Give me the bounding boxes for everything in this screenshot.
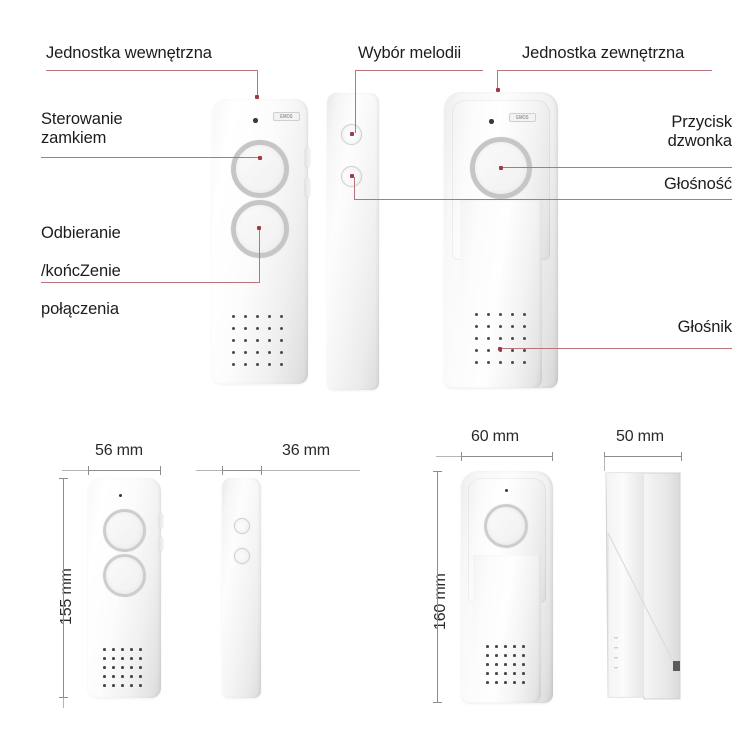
dimension-extension-indoor-height: [63, 698, 64, 708]
dimension-value-outdoor-depth: 50 mm: [616, 428, 664, 445]
dimension-line-outdoor-height: [437, 471, 438, 703]
leader-bell-button: [503, 167, 732, 169]
indoor-dimension-speaker-grille: [103, 648, 145, 690]
dimension-tick-outdoor-depth-right: [681, 452, 682, 461]
leader-indoor-unit-vertical: [256, 70, 258, 97]
leader-dot-volume: [349, 174, 354, 178]
answer-end-call-line-2: /końcZenie: [41, 262, 121, 280]
outdoor-dimension-bell-button: [484, 504, 528, 548]
dimension-extension-indoor-depth-right: [262, 470, 360, 471]
answer-end-call-line-3: połączenia: [41, 300, 119, 318]
leader-melody-selection-vertical: [355, 70, 357, 133]
dimension-value-outdoor-width: 60 mm: [471, 428, 519, 445]
dimension-line-indoor-height: [63, 478, 64, 698]
dimension-extension-indoor-width: [62, 470, 88, 471]
leader-outdoor-unit-vertical: [497, 70, 499, 90]
dimension-tick-outdoor-height-top: [433, 471, 442, 472]
dimension-tick-outdoor-width-right: [552, 452, 553, 461]
leader-volume-horizontal: [354, 199, 732, 201]
indoor-speaker-grille: [232, 315, 288, 371]
indoor-dimension-side-button-lower: [159, 537, 163, 551]
indoor-dimension-volume-button: [234, 548, 250, 564]
dimension-value-indoor-width: 56 mm: [95, 442, 143, 459]
leader-dot-indoor-unit: [255, 95, 259, 99]
leader-dot-answer-end-call: [257, 226, 261, 230]
leader-melody-selection-horizontal: [355, 70, 483, 72]
brand-badge-indoor-text: EMOS: [280, 113, 293, 120]
outdoor-dimension-lower-body: [473, 555, 541, 703]
dimension-tick-indoor-width-left: [88, 466, 89, 475]
dimension-extension-outdoor-width: [436, 456, 461, 457]
dimension-tick-indoor-depth-left: [222, 466, 223, 475]
indoor-dimension-lock-button: [103, 509, 146, 552]
outdoor-unit-dimension-side-view: [604, 471, 682, 703]
leader-volume-vertical: [354, 177, 356, 200]
dimension-extension-indoor-depth-left: [196, 470, 222, 471]
callout-label-bell-button: Przycisk dzwonka: [667, 113, 733, 150]
callout-label-speaker: Głośnik: [677, 318, 732, 336]
dimension-tick-outdoor-height-bottom: [433, 702, 442, 703]
dimension-tick-indoor-depth-right: [261, 466, 262, 475]
dimension-tick-indoor-width-right: [160, 466, 161, 475]
outdoor-camera-icon: [489, 119, 494, 124]
indoor-microphone-icon: [253, 118, 258, 123]
answer-end-call-line-1: Odbieranie: [41, 224, 121, 242]
outdoor-speaker-grille: [475, 313, 531, 369]
dimension-line-outdoor-width: [461, 456, 553, 457]
dimension-tick-indoor-height-top: [59, 478, 68, 479]
leader-outdoor-unit-horizontal: [497, 70, 712, 72]
indoor-side-button-upper[interactable]: [305, 148, 310, 167]
dimension-value-indoor-depth: 36 mm: [282, 442, 330, 459]
callout-label-outdoor-unit: Jednostka zewnętrzna: [522, 44, 685, 62]
dimension-tick-outdoor-depth-left: [604, 452, 605, 461]
leader-speaker: [500, 348, 732, 350]
indoor-dimension-microphone-icon: [119, 494, 123, 498]
leader-dot-outdoor-unit: [495, 88, 500, 92]
indoor-dimension-melody-button: [234, 518, 250, 534]
brand-badge-outdoor-text: EMOS: [516, 114, 529, 121]
outdoor-side-profile-svg: [605, 472, 681, 700]
callout-label-answer-end-call: Odbieranie /końcZenie połączenia: [41, 205, 226, 319]
leader-indoor-unit-horizontal: [46, 70, 258, 72]
leader-dot-lock-control: [258, 155, 262, 160]
callout-label-melody-selection: Wybór melodii: [358, 44, 462, 62]
leader-answer-end-call-horizontal: [41, 282, 260, 284]
dimension-extension-outdoor-depth: [604, 457, 605, 471]
indoor-side-button-lower[interactable]: [305, 178, 310, 197]
leader-lock-control: [41, 157, 260, 159]
dimension-line-indoor-width: [88, 470, 161, 471]
indoor-dimension-call-button: [103, 554, 146, 597]
indoor-dimension-side-button-upper: [159, 514, 163, 528]
brand-badge-outdoor: EMOS: [509, 113, 536, 122]
indoor-unit-dimension-side-view: [222, 478, 261, 698]
melody-selection-button[interactable]: [341, 124, 362, 145]
leader-answer-end-call-vertical: [258, 228, 260, 282]
lock-control-button[interactable]: [231, 140, 289, 198]
outdoor-unit-lower-body: [460, 200, 542, 388]
brand-badge-indoor: EMOS: [273, 112, 300, 121]
leader-dot-bell-button: [499, 165, 503, 170]
dimension-tick-indoor-height-bottom: [59, 697, 68, 698]
callout-label-lock-control: Sterowanie zamkiem: [41, 110, 123, 147]
leader-dot-melody-selection: [349, 132, 354, 136]
dimension-line-indoor-depth: [222, 470, 262, 471]
leader-dot-speaker: [498, 346, 502, 351]
outdoor-dimension-speaker-grille: [486, 645, 528, 687]
dimension-tick-outdoor-width-left: [461, 452, 462, 461]
dimension-value-indoor-height: 155 mm: [58, 568, 75, 625]
dimension-line-outdoor-depth: [604, 456, 682, 457]
outdoor-dimension-camera-icon: [505, 489, 509, 493]
dimension-value-outdoor-height: 160 mm: [432, 573, 449, 630]
callout-label-volume: Głośność: [664, 175, 732, 193]
callout-label-indoor-unit: Jednostka wewnętrzna: [46, 44, 212, 62]
volume-button[interactable]: [341, 166, 362, 187]
